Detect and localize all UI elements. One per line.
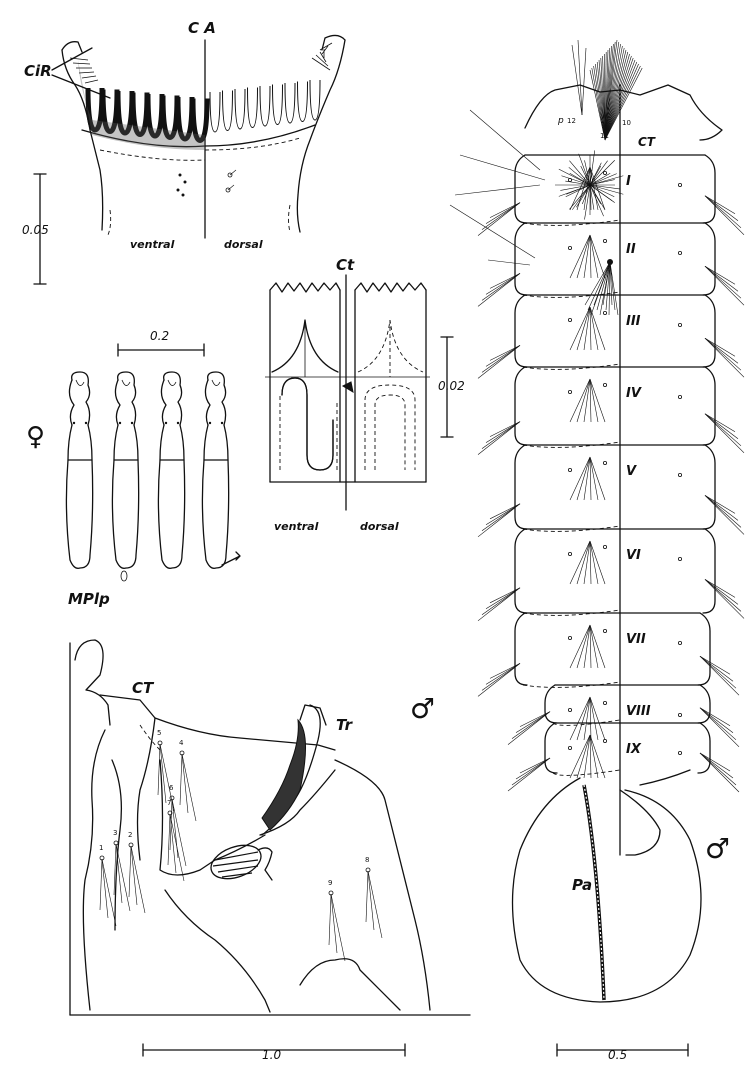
- ca-dorsal-rings: [69, 42, 333, 133]
- top-num-11: 11: [600, 132, 609, 140]
- ca-scale-label: 0.05: [22, 223, 49, 237]
- segment-label: III: [626, 314, 641, 329]
- ca-title: C A: [188, 19, 216, 37]
- lateral-seta-number: 8: [365, 856, 369, 864]
- ca-ventral-label: ventral: [130, 238, 175, 251]
- top-num-12: 12: [567, 117, 576, 125]
- lateral-seta-number: 3: [113, 829, 117, 837]
- palp-series: [65, 371, 241, 582]
- mplp-panel: 0.2 ♀ MPlp: [26, 329, 241, 608]
- ct-title: Ct: [336, 256, 355, 274]
- lateral-seta-number: 9: [328, 879, 332, 887]
- lateral-seta-number: 6: [169, 784, 174, 792]
- segment-label: II: [626, 242, 636, 257]
- ct-scale-label: 0.02: [438, 379, 465, 393]
- ca-panel: CiR C A ventral dorsal 0.05: [22, 19, 346, 285]
- ct-ventral-label: ventral: [274, 520, 319, 533]
- lateral-setae: 1 2 3 4 5 6 7 8 9: [99, 729, 383, 962]
- ca-dorsal-label: dorsal: [224, 238, 263, 251]
- lateral-scale-label: 1.0: [262, 1048, 281, 1062]
- mplp-scale-label: 0.2: [150, 329, 169, 343]
- segment-label: V: [626, 464, 637, 479]
- lateral-tr-label: Tr: [336, 716, 354, 734]
- ca-cir-label: CiR: [24, 62, 52, 80]
- male-symbol-lateral: ♂: [410, 692, 435, 725]
- abdomen-ct-label: CT: [638, 135, 656, 149]
- segment-label: VI: [626, 548, 641, 563]
- ct-panel: Ct ventral dorsal 0.02: [265, 256, 465, 533]
- segment-label: IV: [626, 386, 642, 401]
- segment-label: I: [626, 174, 631, 189]
- lateral-seta-number: 7: [167, 799, 171, 807]
- ca-ventral-rings: [78, 60, 210, 150]
- abdomen-scale-label: 0.5: [608, 1048, 627, 1062]
- top-num-10: 10: [622, 119, 631, 127]
- lateral-seta-number: 2: [128, 831, 132, 839]
- segment-label: IX: [626, 742, 642, 757]
- abdomen-pa-label: Pa: [572, 876, 592, 894]
- mplp-label: MPlp: [68, 590, 110, 608]
- lateral-ct-label: CT: [132, 679, 155, 697]
- female-symbol: ♀: [26, 422, 45, 452]
- segment-label: VII: [626, 632, 646, 647]
- lateral-panel: 1 2 3 4 5 6 7 8 9 CT Tr ♂ 1.0: [69, 639, 471, 1062]
- lateral-seta-number: 5: [157, 729, 161, 737]
- male-symbol-abdomen: ♂: [705, 832, 730, 865]
- segment-label: VIII: [626, 704, 651, 719]
- abdomen-p-label: p: [557, 116, 564, 126]
- ct-dorsal-label: dorsal: [360, 520, 399, 533]
- lateral-seta-number: 1: [99, 844, 103, 852]
- seta-brush: [555, 39, 643, 316]
- lateral-seta-number: 4: [179, 739, 184, 747]
